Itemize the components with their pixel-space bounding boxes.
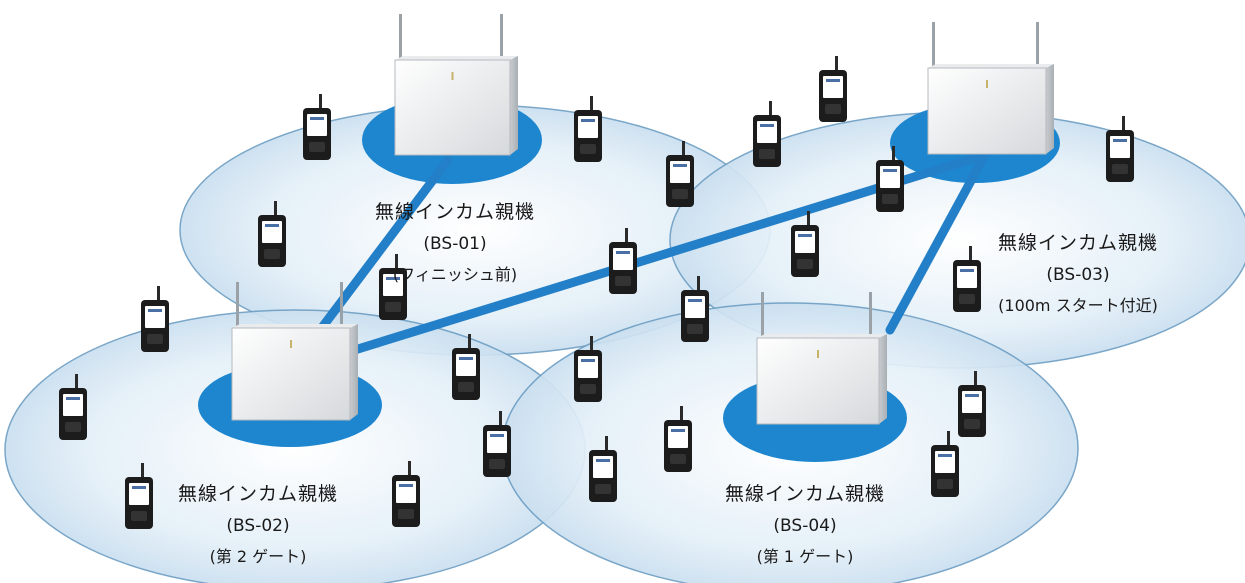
station-name-bs04: 無線インカム親機	[724, 483, 885, 505]
handheld-transceiver-icon	[953, 246, 981, 312]
base-station-icon	[756, 292, 887, 425]
handheld-transceiver-icon	[1106, 116, 1134, 182]
station-location-bs04: (第 1 ゲート)	[756, 547, 854, 566]
handheld-transceiver-icon	[125, 463, 153, 529]
handheld-transceiver-icon	[589, 436, 617, 502]
station-code-bs03: (BS-03)	[1046, 265, 1110, 285]
base-stations	[231, 14, 1054, 425]
base-station-icon	[394, 14, 518, 156]
handheld-transceiver-icon	[666, 141, 694, 207]
handheld-transceiver-icon	[452, 334, 480, 400]
handheld-transceiver-icon	[574, 96, 602, 162]
station-name-bs01: 無線インカム親機	[374, 201, 535, 223]
handheld-transceiver-icon	[483, 411, 511, 477]
handheld-transceiver-icon	[609, 228, 637, 294]
handheld-transceiver-icon	[258, 201, 286, 267]
station-label-bs02: 無線インカム親機 (BS-02) (第 2 ゲート)	[133, 485, 383, 565]
handheld-transceiver-icon	[574, 336, 602, 402]
handheld-transceiver-icon	[664, 406, 692, 472]
base-station-icon	[231, 282, 358, 421]
base-station-icon	[927, 22, 1054, 155]
handheld-transceiver-icon	[392, 461, 420, 527]
handheld-transceiver-icon	[819, 56, 847, 122]
station-label-bs01: 無線インカム親機 (BS-01) (フィニッシュ前)	[330, 203, 580, 283]
handheld-transceiver-icon	[931, 431, 959, 497]
handheld-transceiver-icon	[303, 94, 331, 160]
station-location-bs02: (第 2 ゲート)	[209, 547, 307, 566]
station-name-bs02: 無線インカム親機	[177, 483, 338, 505]
station-label-bs04: 無線インカム親機 (BS-04) (第 1 ゲート)	[680, 485, 930, 565]
handheld-transceiver-icon	[958, 371, 986, 437]
handheld-transceiver-icon	[876, 146, 904, 212]
handheld-transceiver-icon	[379, 254, 407, 320]
station-code-bs04: (BS-04)	[773, 516, 837, 536]
handheld-transceiver-icon	[753, 101, 781, 167]
station-name-bs03: 無線インカム親機	[997, 232, 1158, 254]
station-location-bs01: (フィニッシュ前)	[392, 265, 518, 284]
handheld-transceiver-icon	[141, 286, 169, 352]
link-bs02-bs03	[285, 150, 990, 375]
handheld-transceivers	[59, 56, 1134, 529]
link-bs03-bs04	[885, 150, 990, 335]
handheld-transceiver-icon	[791, 211, 819, 277]
handheld-transceiver-icon	[681, 276, 709, 342]
station-code-bs01: (BS-01)	[423, 234, 487, 254]
handheld-transceiver-icon	[59, 374, 87, 440]
station-code-bs02: (BS-02)	[226, 516, 290, 536]
station-label-bs03: 無線インカム親機 (BS-03) (100m スタート付近)	[953, 234, 1203, 314]
station-location-bs03: (100m スタート付近)	[998, 296, 1158, 315]
